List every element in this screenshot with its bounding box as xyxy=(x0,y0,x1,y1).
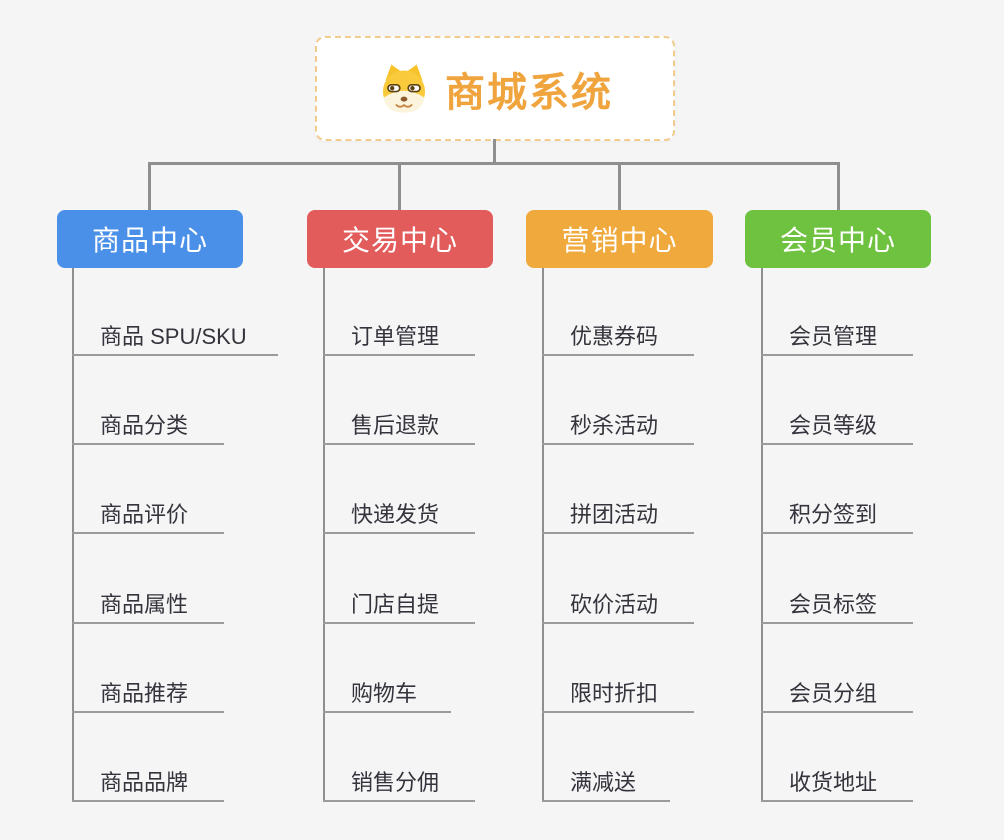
leaf-product-category[interactable]: 商品分类 xyxy=(72,405,224,445)
leaf-label: 收货地址 xyxy=(789,769,878,795)
leaf-label: 商品品牌 xyxy=(100,769,189,795)
leaf-group-buying[interactable]: 拼团活动 xyxy=(542,494,694,534)
leaf-label: 满减送 xyxy=(570,769,637,795)
leaf-label: 商品 SPU/SKU xyxy=(100,323,247,349)
leaf-label: 砍价活动 xyxy=(570,591,659,617)
leaf-member-group[interactable]: 会员分组 xyxy=(761,673,913,713)
leaf-full-reduction[interactable]: 满减送 xyxy=(542,762,670,802)
leaf-store-pickup[interactable]: 门店自提 xyxy=(323,584,475,624)
connector-root-stub xyxy=(493,139,496,165)
leaf-member-management[interactable]: 会员管理 xyxy=(761,316,913,356)
leaf-member-tag[interactable]: 会员标签 xyxy=(761,584,913,624)
connector-drop-4 xyxy=(837,162,840,210)
leaf-label: 门店自提 xyxy=(351,591,440,617)
leaf-label: 会员等级 xyxy=(789,412,878,438)
leaf-label: 积分签到 xyxy=(789,501,878,527)
leaf-express-delivery[interactable]: 快递发货 xyxy=(323,494,475,534)
leaf-points-checkin[interactable]: 积分签到 xyxy=(761,494,913,534)
leaf-label: 购物车 xyxy=(351,680,418,706)
leaf-label: 会员分组 xyxy=(789,680,878,706)
branch-label: 会员中心 xyxy=(779,225,896,256)
leaf-label: 商品推荐 xyxy=(100,680,189,706)
root-title: 商城系统 xyxy=(445,70,613,115)
leaf-label: 会员管理 xyxy=(789,323,878,349)
leaf-label: 限时折扣 xyxy=(570,680,659,706)
branch-label: 商品中心 xyxy=(91,225,208,256)
branch-node-product-center[interactable]: 商品中心 xyxy=(57,210,243,268)
leaf-label: 商品评价 xyxy=(100,501,189,527)
branch-spine-4 xyxy=(761,268,763,802)
branch-node-member-center[interactable]: 会员中心 xyxy=(745,210,931,268)
leaf-bargain-activity[interactable]: 砍价活动 xyxy=(542,584,694,624)
leaf-coupon-code[interactable]: 优惠券码 xyxy=(542,316,694,356)
leaf-label: 订单管理 xyxy=(351,323,440,349)
root-node-mall-system[interactable]: 商城系统 xyxy=(315,36,675,141)
leaf-label: 秒杀活动 xyxy=(570,412,659,438)
leaf-product-brand[interactable]: 商品品牌 xyxy=(72,762,224,802)
leaf-label: 优惠券码 xyxy=(570,323,659,349)
leaf-label: 商品属性 xyxy=(100,591,189,617)
branch-spine-1 xyxy=(72,268,74,802)
leaf-product-review[interactable]: 商品评价 xyxy=(72,494,224,534)
leaf-label: 售后退款 xyxy=(351,412,440,438)
branch-label: 交易中心 xyxy=(341,225,458,256)
leaf-after-sale-refund[interactable]: 售后退款 xyxy=(323,405,475,445)
leaf-label: 拼团活动 xyxy=(570,501,659,527)
branch-label: 营销中心 xyxy=(561,225,678,256)
doge-icon xyxy=(382,64,426,113)
branch-node-trade-center[interactable]: 交易中心 xyxy=(307,210,493,268)
leaf-product-recommend[interactable]: 商品推荐 xyxy=(72,673,224,713)
branch-spine-3 xyxy=(542,268,544,802)
leaf-label: 快递发货 xyxy=(351,501,440,527)
leaf-product-attribute[interactable]: 商品属性 xyxy=(72,584,224,624)
connector-drop-2 xyxy=(398,162,401,210)
branch-node-marketing-center[interactable]: 营销中心 xyxy=(526,210,713,268)
branch-spine-2 xyxy=(323,268,325,802)
leaf-shipping-address[interactable]: 收货地址 xyxy=(761,762,913,802)
leaf-label: 销售分佣 xyxy=(351,769,440,795)
leaf-member-level[interactable]: 会员等级 xyxy=(761,405,913,445)
connector-drop-3 xyxy=(618,162,621,210)
connector-drop-1 xyxy=(148,162,151,210)
leaf-flash-sale[interactable]: 秒杀活动 xyxy=(542,405,694,445)
leaf-label: 会员标签 xyxy=(789,591,878,617)
leaf-sales-commission[interactable]: 销售分佣 xyxy=(323,762,475,802)
connector-bus xyxy=(149,162,839,165)
leaf-time-limited-discount[interactable]: 限时折扣 xyxy=(542,673,694,713)
leaf-product-spu-sku[interactable]: 商品 SPU/SKU xyxy=(72,316,278,356)
leaf-order-management[interactable]: 订单管理 xyxy=(323,316,475,356)
leaf-label: 商品分类 xyxy=(100,412,189,438)
leaf-shopping-cart[interactable]: 购物车 xyxy=(323,673,451,713)
